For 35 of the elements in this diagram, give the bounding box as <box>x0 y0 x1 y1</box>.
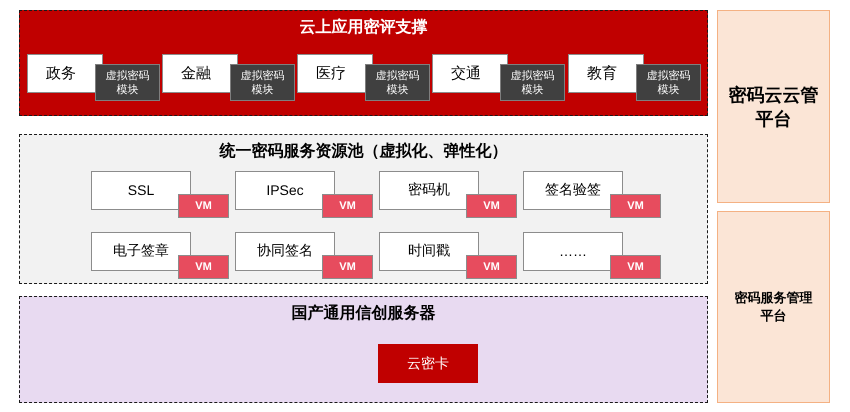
crypto-module-tag: 虚拟密码模块 <box>230 64 295 101</box>
platform-panel: 密码云云管平台 <box>717 10 830 203</box>
layer-panel <box>19 10 708 116</box>
vm-tag: VM <box>610 194 661 218</box>
service-card: 电子签章 <box>91 232 191 271</box>
application-card: 政务 <box>27 54 103 93</box>
vm-tag: VM <box>178 255 229 279</box>
panel-title: 国产通用信创服务器 <box>292 304 436 324</box>
application-card: 医疗 <box>297 54 373 93</box>
panel-title: 云上应用密评支撑 <box>300 18 428 38</box>
panel-title: 统一密码服务资源池（虚拟化、弹性化） <box>220 142 508 162</box>
vm-tag: VM <box>178 194 229 218</box>
service-card: 时间戳 <box>379 232 479 271</box>
crypto-module-tag: 虚拟密码模块 <box>365 64 430 101</box>
vm-tag: VM <box>610 255 661 279</box>
crypto-module-tag: 虚拟密码模块 <box>500 64 565 101</box>
vm-tag: VM <box>322 194 373 218</box>
service-card: 密码机 <box>379 171 479 210</box>
vm-tag: VM <box>466 194 517 218</box>
service-card: 协同签名 <box>235 232 335 271</box>
crypto-card: 云密卡 <box>378 344 478 383</box>
layer-panel <box>19 296 708 403</box>
service-card: SSL <box>91 171 191 210</box>
service-card: IPSec <box>235 171 335 210</box>
platform-panel: 密码服务管理平台 <box>717 211 830 403</box>
application-card: 金融 <box>162 54 238 93</box>
crypto-module-tag: 虚拟密码模块 <box>95 64 160 101</box>
application-card: 交通 <box>432 54 508 93</box>
vm-tag: VM <box>322 255 373 279</box>
layer-panel <box>19 134 708 284</box>
crypto-module-tag: 虚拟密码模块 <box>636 64 701 101</box>
vm-tag: VM <box>466 255 517 279</box>
service-card: …… <box>523 232 623 271</box>
application-card: 教育 <box>568 54 644 93</box>
service-card: 签名验签 <box>523 171 623 210</box>
